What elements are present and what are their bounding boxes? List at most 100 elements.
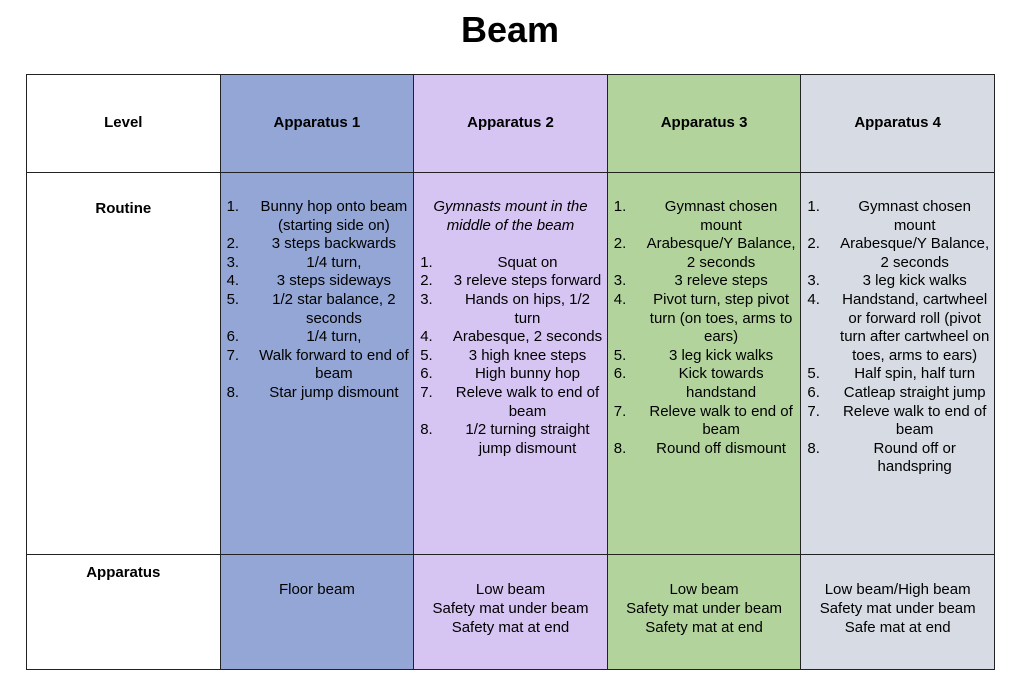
step-number: 8. bbox=[420, 421, 433, 439]
step-text: Pivot turn, step pivot turn (on toes, ar… bbox=[649, 290, 793, 346]
step-text: 3 high knee steps bbox=[468, 346, 587, 364]
step-number: 7. bbox=[807, 402, 820, 420]
step-text: Kick towards handstand bbox=[678, 365, 764, 401]
header-row: Level Apparatus 1 Apparatus 2 Apparatus … bbox=[26, 74, 995, 173]
step-text: Squat on bbox=[497, 253, 558, 271]
step-number: 5. bbox=[420, 346, 433, 364]
routine-step: 8. Round off dismount bbox=[612, 440, 797, 459]
routine-step: 7. Releve walk to end of beam bbox=[418, 384, 603, 421]
routine-step: 1.Gymnast chosen mount bbox=[805, 198, 990, 235]
routine-step: 8. 1/2 turning straight jump dismount bbox=[418, 421, 603, 458]
step-number: 8. bbox=[226, 383, 240, 401]
step-number: 1. bbox=[613, 198, 627, 215]
routine-step: 1. Gymnast chosen mount bbox=[612, 198, 797, 235]
step-number: 6. bbox=[613, 365, 627, 383]
routine-step: 6.Catleap straight jump bbox=[805, 384, 990, 403]
step-number: 5. bbox=[807, 365, 820, 383]
step-text: 1/4 turn, bbox=[306, 328, 362, 346]
step-number: 7. bbox=[613, 402, 627, 420]
apparatus-item: Low beam/High beam bbox=[824, 581, 971, 598]
step-text: Hands on hips, 1/2 turn bbox=[464, 290, 591, 327]
routine-step: 6. 1/4 turn, bbox=[225, 328, 410, 347]
step-text: 3 leg kick walks bbox=[668, 346, 774, 364]
apparatus-item: Safety mat under beam bbox=[819, 600, 976, 617]
step-text: Releve walk to end of beam bbox=[842, 402, 987, 439]
routine-step: 3. 3 leg kick walks bbox=[805, 272, 990, 291]
step-number: 3. bbox=[226, 253, 240, 271]
page-title: Beam bbox=[460, 9, 560, 50]
step-number: 2. bbox=[420, 272, 433, 290]
step-text: Releve walk to end of beam bbox=[649, 402, 793, 439]
step-number: 2. bbox=[807, 235, 820, 253]
step-number: 1. bbox=[807, 198, 820, 215]
routine-step: 4. 3 steps sideways bbox=[225, 272, 410, 291]
step-number: 6. bbox=[420, 365, 433, 383]
header-apparatus-1: Apparatus 1 bbox=[219, 74, 415, 173]
step-text: Catleap straight jump bbox=[843, 383, 986, 401]
routine-step: 4.Handstand, cartwheel or forward roll (… bbox=[805, 291, 990, 365]
step-text: Walk forward to end of beam bbox=[259, 346, 409, 383]
routine-steps: 1.Bunny hop onto beam (starting side on)… bbox=[225, 198, 410, 403]
routine-step: 7. Releve walk to end of beam bbox=[805, 403, 990, 440]
routine-row: Routine 1.Bunny hop onto beam (starting … bbox=[26, 172, 995, 555]
step-text: Gymnast chosen mount bbox=[664, 198, 778, 234]
routine-cell: 1.Bunny hop onto beam (starting side on)… bbox=[219, 172, 415, 555]
routine-step: 3. Hands on hips, 1/2 turn bbox=[418, 291, 603, 328]
routine-step: 5. Half spin, half turn bbox=[805, 365, 990, 384]
step-number: 6. bbox=[226, 328, 240, 346]
routine-step: 8.Round off or handspring bbox=[805, 440, 990, 477]
routine-cell: Gymnasts mount in the middle of the beam… bbox=[413, 172, 608, 555]
routine-step: 4.Arabesque, 2 seconds bbox=[418, 328, 603, 347]
routine-step: 6.High bunny hop bbox=[418, 365, 603, 384]
routine-step: 1.Squat on bbox=[418, 254, 603, 273]
apparatus-label: Apparatus bbox=[26, 554, 221, 670]
routine-step: 2. Arabesque/Y Balance, 2 seconds bbox=[805, 235, 990, 272]
routine-label: Routine bbox=[26, 172, 221, 555]
step-number: 3. bbox=[807, 272, 820, 290]
routine-step: 3. 1/4 turn, bbox=[225, 254, 410, 273]
apparatus-item: Safety mat at end bbox=[451, 619, 570, 636]
step-text: 3 steps backwards bbox=[271, 235, 396, 253]
routine-step: 7.Walk forward to end of beam bbox=[225, 347, 410, 384]
routine-step: 6. Kick towards handstand bbox=[612, 365, 797, 402]
apparatus-item: Safe mat at end bbox=[844, 619, 951, 636]
step-text: Arabesque/Y Balance, 2 seconds bbox=[840, 235, 990, 271]
step-text: Round off or handspring bbox=[873, 439, 956, 476]
header-apparatus-3: Apparatus 3 bbox=[606, 74, 802, 173]
step-text: 3 steps sideways bbox=[276, 272, 391, 290]
routine-step: 3.3 releve steps bbox=[612, 272, 797, 291]
apparatus-cell: Floor beam bbox=[219, 554, 415, 670]
routine-step: 8. Star jump dismount bbox=[225, 384, 410, 403]
step-text: 3 releve steps bbox=[674, 272, 768, 290]
step-text: Star jump dismount bbox=[269, 383, 399, 401]
apparatus-item: Safety mat under beam bbox=[626, 600, 783, 617]
step-text: 1/2 turning straight jump dismount bbox=[465, 421, 590, 457]
routine-step: 5. 3 high knee steps bbox=[418, 347, 603, 366]
step-text: Half spin, half turn bbox=[854, 365, 976, 383]
step-text: 1/4 turn, bbox=[306, 253, 362, 271]
step-text: Releve walk to end of beam bbox=[455, 383, 600, 420]
step-number: 8. bbox=[613, 439, 627, 457]
step-number: 3. bbox=[420, 290, 433, 308]
step-number: 2. bbox=[613, 235, 627, 253]
step-number: 4. bbox=[226, 272, 240, 290]
routine-step: 2.3 releve steps forward bbox=[418, 272, 603, 291]
step-number: 7. bbox=[420, 383, 433, 401]
routine-intro: Gymnasts mount in the middle of the beam bbox=[433, 198, 588, 234]
routine-step: 5.1/2 star balance, 2 seconds bbox=[225, 291, 410, 328]
header-apparatus-4: Apparatus 4 bbox=[800, 74, 995, 173]
header-apparatus-2: Apparatus 2 bbox=[413, 74, 608, 173]
routine-step: 2.Arabesque/Y Balance, 2 seconds bbox=[612, 235, 797, 272]
routine-step: 4.Pivot turn, step pivot turn (on toes, … bbox=[612, 291, 797, 347]
routine-step: 5.3 leg kick walks bbox=[612, 347, 797, 366]
step-text: 3 leg kick walks bbox=[862, 272, 967, 290]
step-text: Round off dismount bbox=[656, 439, 786, 457]
step-text: 1/2 star balance, 2 seconds bbox=[272, 290, 396, 327]
